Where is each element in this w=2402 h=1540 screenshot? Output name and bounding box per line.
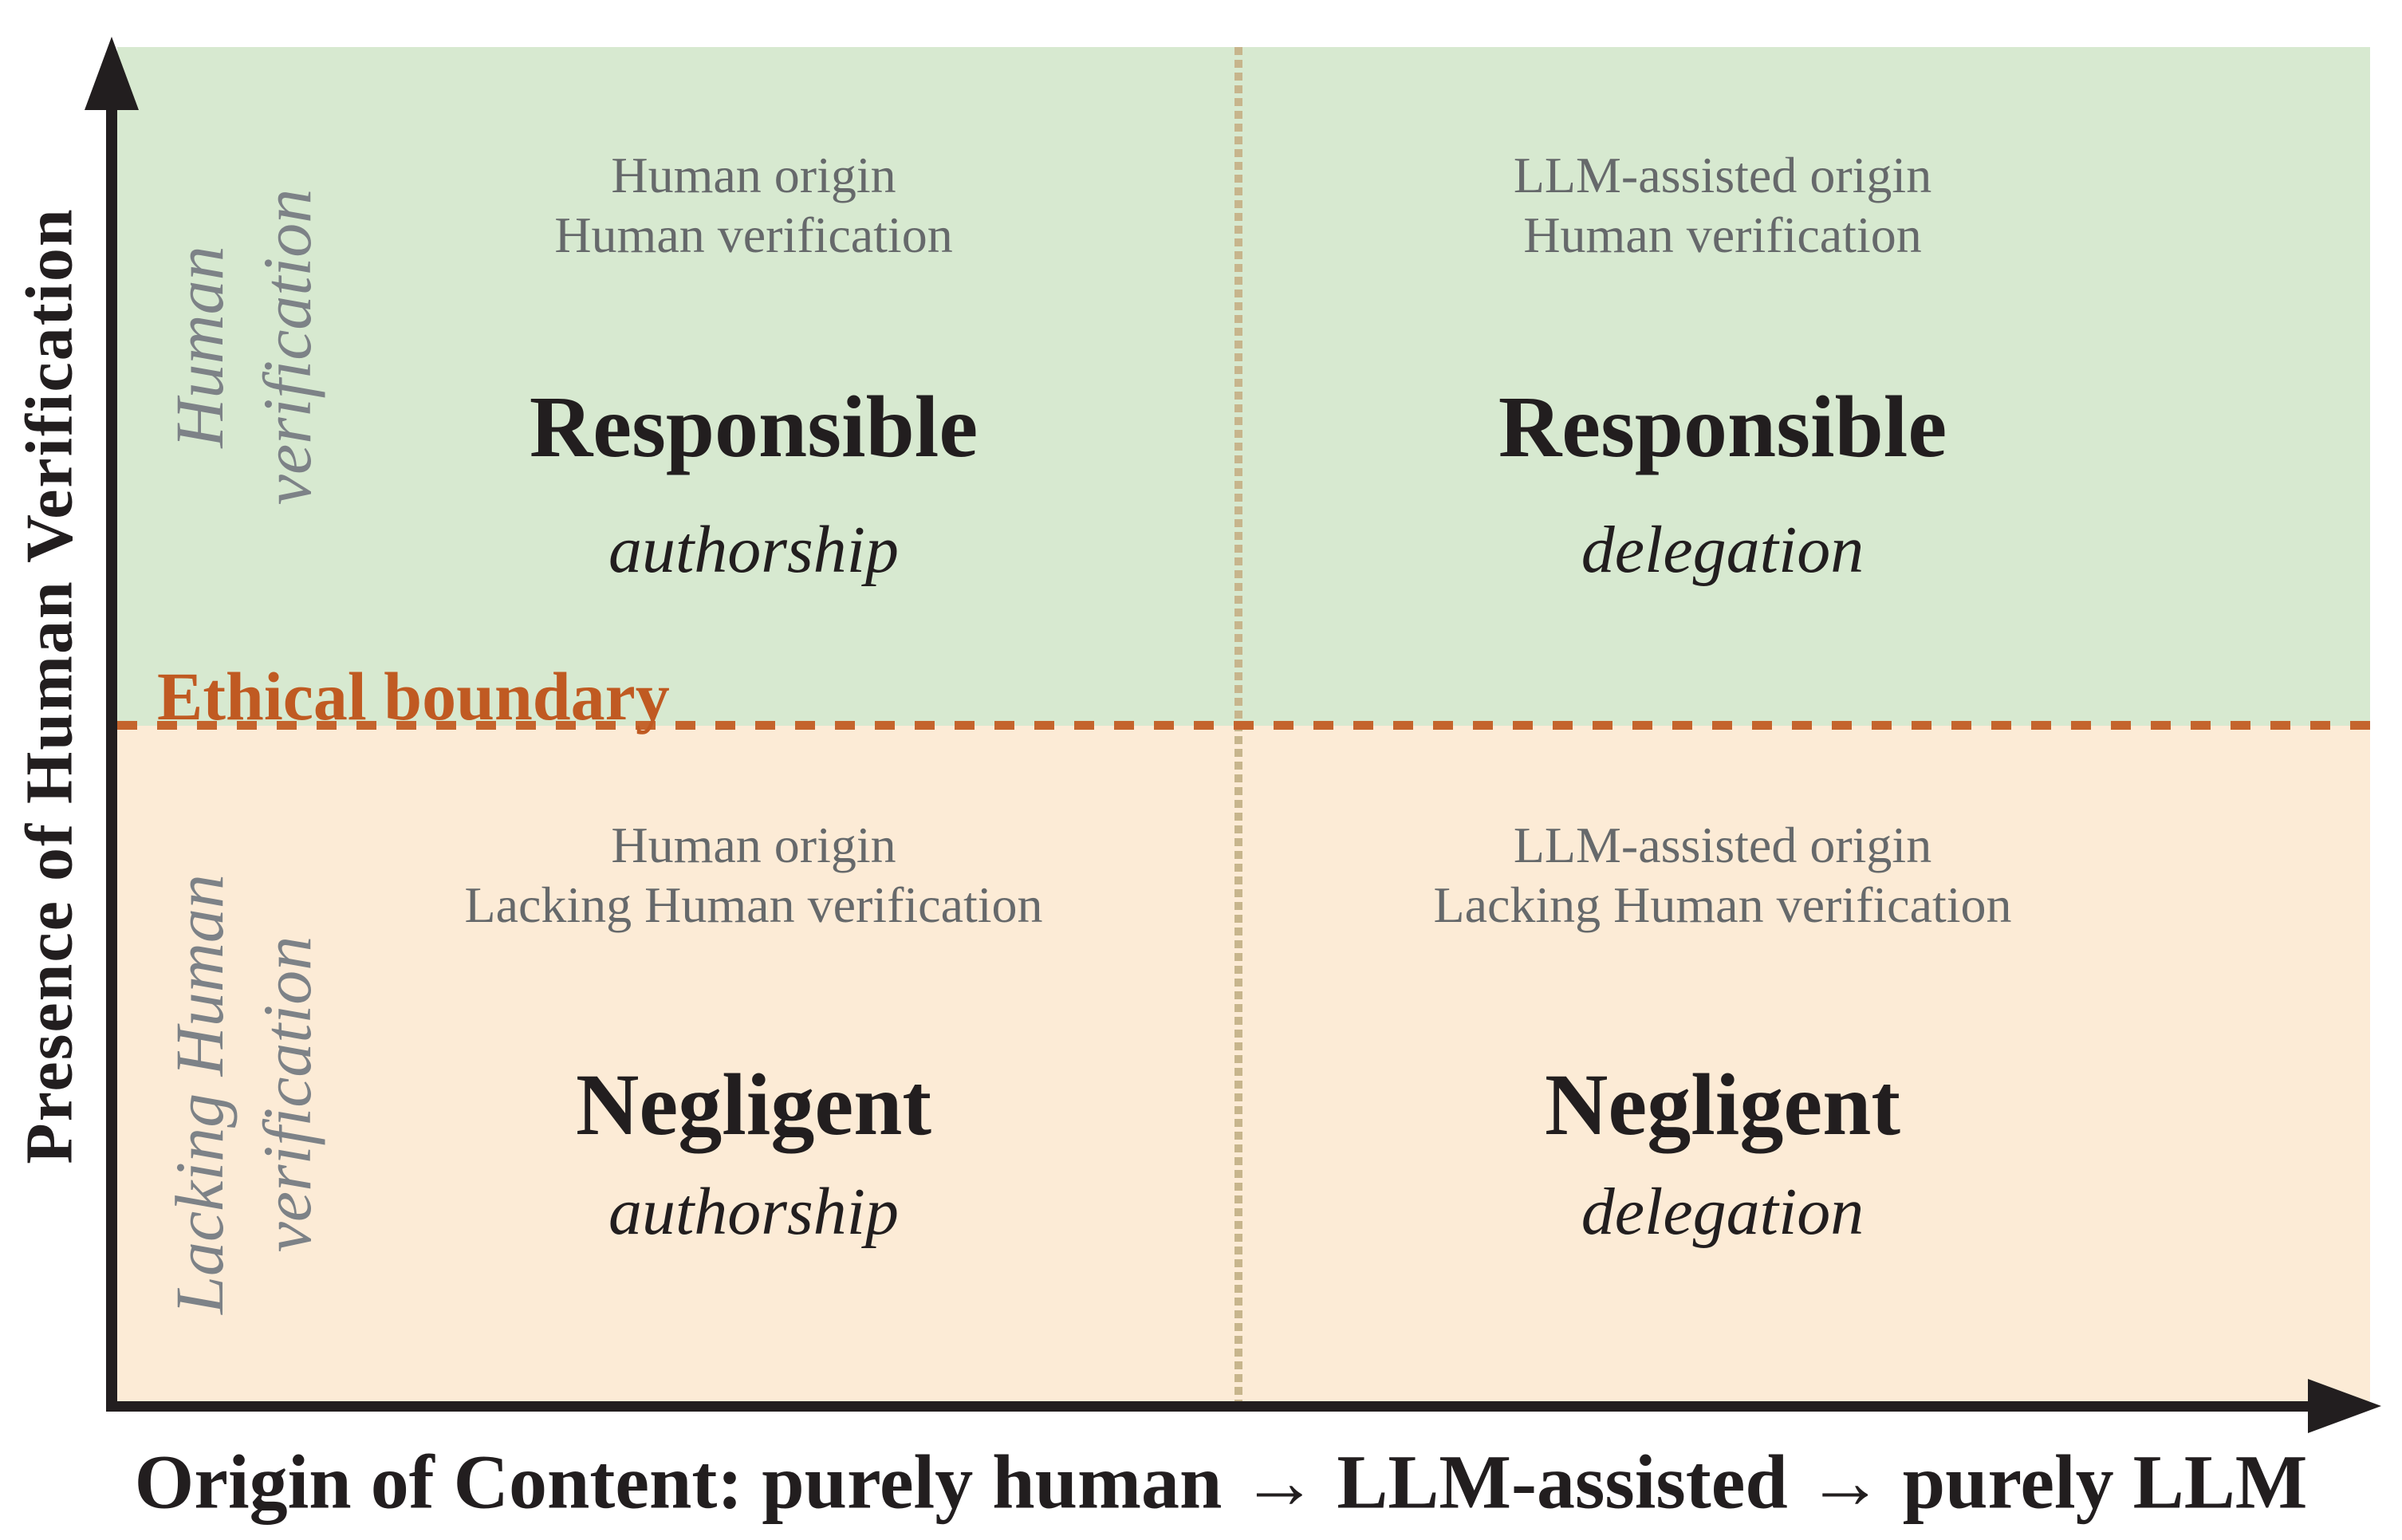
descriptor-line-1: LLM-assisted origin [1513,147,1932,203]
descriptor-line-2: Lacking Human verification [1433,876,2012,933]
quadrant-bottom-left-subtitle: authorship [608,1175,900,1249]
descriptor-line-1: LLM-assisted origin [1513,817,1932,873]
ethical-boundary-dashed-line [117,721,2370,730]
y-axis-title: Presence of Human Verification [12,207,87,1164]
descriptor-line-1: Human origin [611,817,896,873]
quadrant-bottom-right-title: Negligent [1544,1056,1900,1153]
region-lacking-verification [117,726,2370,1401]
quadrant-bottom-right-descriptor: LLM-assisted origin Lacking Human verifi… [1164,815,2281,935]
x-axis-title: Origin of Content: purely human → LLM-as… [134,1439,2308,1525]
descriptor-line-2: Human verification [1523,207,1922,263]
descriptor-line-1: Human origin [611,147,896,203]
quadrant-top-left-subtitle: authorship [608,513,900,587]
y-axis-arrowhead-icon [85,37,139,110]
quadrant-top-right-subtitle: delegation [1581,513,1865,587]
quadrant-bottom-right-subtitle: delegation [1581,1175,1865,1249]
quadrant-bottom-left-title: Negligent [575,1056,931,1153]
x-axis-line [106,1401,2315,1412]
quadrant-top-left-descriptor: Human origin Human verification [195,145,1312,265]
descriptor-line-2: Lacking Human verification [464,876,1043,933]
quadrant-bottom-left-descriptor: Human origin Lacking Human verification [195,815,1312,935]
ethical-boundary-label: Ethical boundary [157,658,670,735]
x-axis-arrowhead-icon [2308,1379,2381,1433]
quadrant-top-right-title: Responsible [1498,378,1947,475]
quadrant-top-right-descriptor: LLM-assisted origin Human verification [1164,145,2281,265]
y-axis-line [106,68,117,1412]
descriptor-line-2: Human verification [554,207,953,263]
region-human-verification [117,47,2370,726]
quadrant-top-left-title: Responsible [529,378,979,475]
